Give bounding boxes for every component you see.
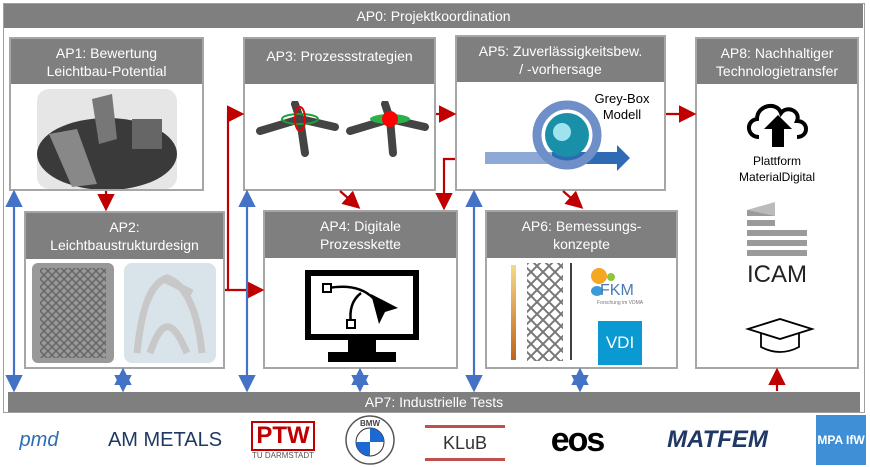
fkm-logo-text: FKM bbox=[600, 282, 634, 299]
fkm-logo-subtitle: Forschung im VDMA bbox=[597, 300, 644, 306]
ap6-header: AP6: Bemessungs-konzepte bbox=[487, 212, 676, 258]
ap5-box: AP5: Zuverlässigkeitsbew. / -vorhersage G… bbox=[455, 35, 666, 191]
partner-logo-am-metals: AM METALS bbox=[107, 428, 223, 451]
tu-darmstadt-text: TU DARMSTADT bbox=[251, 450, 315, 460]
graduation-cap-icon bbox=[745, 318, 815, 353]
arrow-ap5-to-ap4 bbox=[435, 157, 455, 211]
arrow-ap3-to-ap4 bbox=[339, 190, 361, 209]
partner-logo-mpa-ifw: MPA IfW bbox=[816, 415, 866, 465]
ap6-title-line1: AP6: Bemessungs- bbox=[521, 218, 642, 234]
ap2-title-line1: AP2: bbox=[109, 219, 140, 235]
ap5-title-line1: AP5: Zuverlässigkeitsbew. bbox=[478, 43, 643, 59]
ap2-box: AP2: Leichtbaustrukturdesign bbox=[24, 211, 225, 369]
partner-logo-pmd: pmd bbox=[4, 415, 74, 465]
node-process-strategy-image bbox=[256, 101, 429, 157]
platform-label-line1: Plattform bbox=[752, 154, 801, 168]
bmw-logo-text: BMW bbox=[360, 419, 380, 428]
partner-logo-ptw: PTW TU DARMSTADT bbox=[248, 415, 318, 465]
ap6-title-line2: konzepte bbox=[553, 236, 610, 252]
lattice-dimensioning-image bbox=[511, 263, 572, 361]
ap6-box: AP6: Bemessungs-konzepte FKM Forschung i… bbox=[485, 210, 678, 369]
ap5-title-line2: / -vorhersage bbox=[519, 61, 602, 77]
ap8-title-line2: Technologietransfer bbox=[715, 63, 839, 79]
vdi-logo: VDI bbox=[598, 321, 642, 365]
ap1-title-line1: AP1: Bewertung bbox=[55, 45, 158, 61]
partner-logo-klub: KLuB bbox=[425, 425, 505, 461]
ap2-header: AP2: Leichtbaustrukturdesign bbox=[26, 213, 223, 259]
ap8-title-line1: AP8: Nachhaltiger bbox=[720, 45, 834, 61]
grey-box-cycle-image bbox=[485, 100, 630, 171]
ap5-header: AP5: Zuverlässigkeitsbew. / -vorhersage bbox=[457, 37, 664, 82]
ap3-box: AP3: Prozessstrategien bbox=[243, 37, 436, 191]
ap4-title-line1: AP4: Digitale bbox=[320, 218, 401, 234]
partner-logo-bmw: BMW bbox=[345, 415, 395, 465]
ap1-title-line2: Leichtbau-Potential bbox=[46, 63, 167, 79]
ap3-header: AP3: Prozessstrategien bbox=[245, 39, 434, 84]
ap0-frame bbox=[3, 3, 865, 413]
ap7-bar: AP7: Industrielle Tests bbox=[8, 392, 860, 412]
cloud-upload-icon bbox=[747, 103, 808, 147]
platform-label-line2: MaterialDigital bbox=[738, 170, 816, 184]
ap4-title-line2: Prozesskette bbox=[320, 236, 401, 252]
arrow-ap2-to-ap3 bbox=[225, 105, 245, 292]
ap0-header: AP0: Projektkoordination bbox=[4, 4, 863, 28]
ptw-logo-text: PTW bbox=[251, 420, 315, 451]
partner-logo-matfem: MATFEM bbox=[667, 426, 768, 453]
pmd-logo-text: pmd bbox=[19, 428, 59, 451]
ap2-title-line2: Leichtbaustrukturdesign bbox=[50, 237, 199, 253]
grey-box-label-line1: Grey-Box bbox=[594, 91, 650, 106]
lattice-structure-image bbox=[32, 263, 216, 363]
lightweight-parts-image bbox=[37, 89, 177, 189]
partner-logo-eos: eos bbox=[550, 420, 606, 459]
monitor-vector-icon bbox=[305, 270, 419, 362]
icam-logo-text: ICAM bbox=[747, 261, 807, 288]
icam-logo-mark bbox=[747, 202, 807, 256]
fkm-logo-mark bbox=[591, 268, 615, 296]
arrow-ap5-to-ap6 bbox=[562, 190, 584, 209]
grey-box-label-line2: Modell bbox=[602, 107, 642, 122]
